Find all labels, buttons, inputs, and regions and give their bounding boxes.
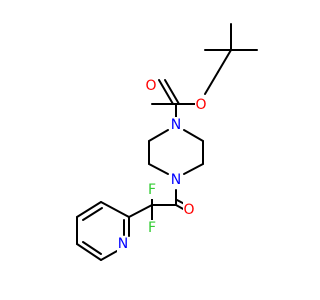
boc-carbamate [151, 71, 219, 122]
bond [76, 243, 102, 261]
atom-fluorine-bottom: F [148, 220, 156, 236]
bond [183, 163, 204, 175]
tert-butyl-group [204, 23, 258, 73]
bond [100, 201, 130, 218]
molecule-drawing: O O N N O F F N [76, 23, 258, 261]
aromatic-inner-bond [82, 241, 102, 255]
bond [76, 201, 102, 218]
pyridine-ring [76, 201, 130, 261]
bond [100, 250, 118, 261]
structure-canvas: O O N N O F F N [76, 23, 258, 261]
bond [148, 163, 169, 175]
atom-fluorine-top: F [148, 182, 156, 198]
bond [204, 71, 219, 95]
atom-piperazine-nitrogen-bottom: N [171, 172, 181, 188]
double-bond-outer [158, 79, 174, 105]
bond [148, 129, 169, 142]
piperazine-ring [148, 129, 204, 175]
atom-pyridine-nitrogen: N [118, 236, 128, 252]
bond [217, 49, 232, 73]
bond [128, 204, 153, 218]
atom-labels: O O N N O F F N [117, 78, 207, 253]
atom-ester-oxygen: O [195, 97, 206, 113]
bond [183, 129, 204, 142]
double-bond-inner [164, 79, 180, 105]
atom-carbonyl-oxygen: O [145, 78, 156, 94]
atom-amide-oxygen: O [183, 202, 194, 218]
aromatic-inner-bond [82, 207, 103, 221]
atom-piperazine-nitrogen-top: N [171, 117, 181, 133]
